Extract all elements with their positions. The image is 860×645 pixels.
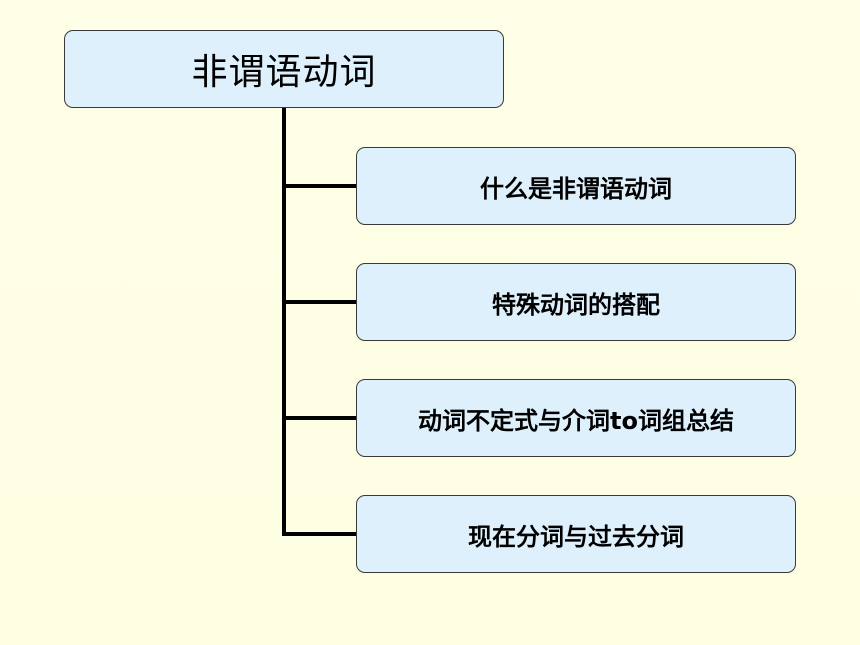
branch-line-2 [282,300,356,304]
topic-node-4[interactable]: 现在分词与过去分词 [356,495,796,573]
topic-node-label: 动词不定式与介词to词组总结 [418,406,734,435]
topic-node-label: 特殊动词的搭配 [492,290,660,319]
branch-line-4 [282,532,356,536]
root-node: 非谓语动词 [64,30,504,108]
branch-line-3 [282,416,356,420]
tree-trunk-line [282,108,286,536]
topic-node-1[interactable]: 什么是非谓语动词 [356,147,796,225]
topic-node-2[interactable]: 特殊动词的搭配 [356,263,796,341]
topic-node-label: 什么是非谓语动词 [480,174,672,203]
topic-node-label: 现在分词与过去分词 [468,522,684,551]
branch-line-1 [282,184,356,188]
root-node-label: 非谓语动词 [191,52,377,93]
topic-node-3[interactable]: 动词不定式与介词to词组总结 [356,379,796,457]
